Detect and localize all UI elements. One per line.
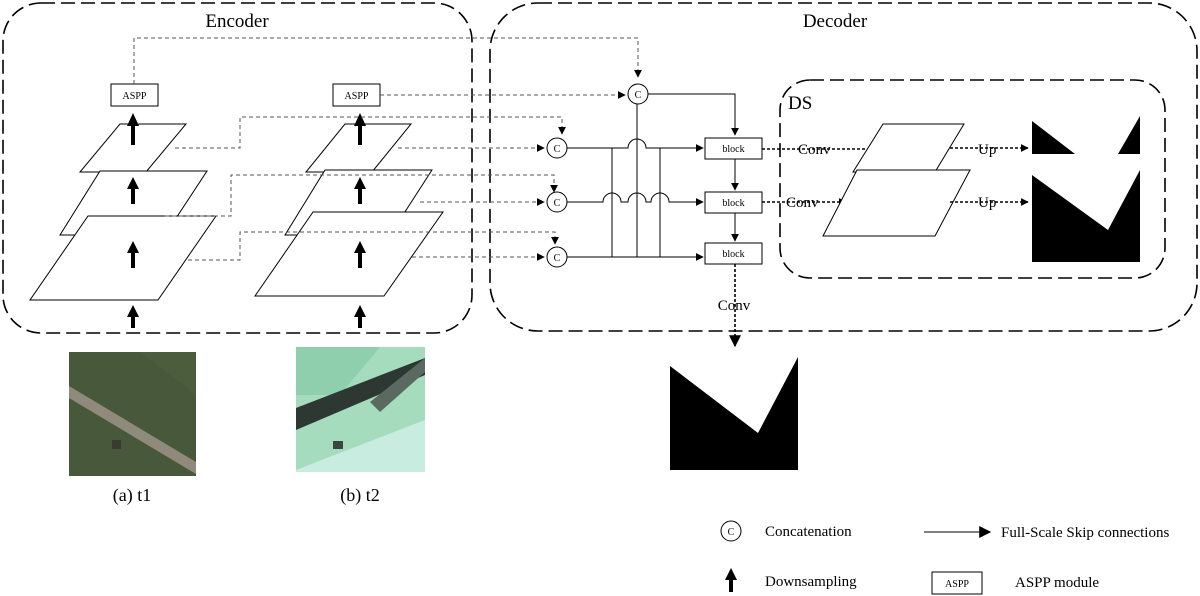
block-1: block: [704, 137, 763, 160]
feature-map-large: [29, 215, 217, 301]
ds-feature-map: [852, 123, 965, 173]
ds-mask-large: [1032, 170, 1140, 262]
caption-t1: (a) t1: [113, 485, 151, 506]
full-scale-skip-lines: [567, 93, 739, 261]
svg-text:ASPP: ASPP: [945, 579, 969, 590]
feature-map-large: [254, 211, 444, 297]
concat-node-3: C: [546, 246, 568, 268]
svg-text:C: C: [728, 527, 735, 538]
aspp-label: ASPP: [345, 91, 369, 102]
legend-skip-label: Full-Scale Skip connections: [1001, 525, 1169, 541]
svg-text:C: C: [554, 253, 561, 264]
ds-feature-map: [822, 169, 971, 237]
legend-concatenation-label: Concatenation: [765, 524, 852, 540]
input-image-t2: [296, 347, 425, 472]
legend-downsampling-icon: [725, 568, 737, 592]
svg-text:block: block: [722, 249, 744, 260]
svg-text:Up: Up: [978, 142, 996, 158]
svg-text:Up: Up: [978, 195, 996, 211]
decoder-region: [489, 2, 1198, 332]
dashed-connections: [133, 37, 642, 261]
input-image-t1: [69, 352, 196, 476]
encoder-pyramid-t2: ASPP: [254, 83, 444, 297]
decoder-title: Decoder: [803, 11, 868, 32]
concat-node-2: C: [546, 191, 568, 213]
downsampling-arrow-icon: [354, 241, 366, 268]
svg-text:C: C: [635, 90, 642, 101]
downsampling-arrow-icon: [354, 305, 366, 328]
svg-text:C: C: [554, 144, 561, 155]
output-mask: [670, 357, 798, 470]
legend-concat-symbol: C: [720, 520, 742, 542]
encoder-region: [2, 2, 473, 334]
aspp-label: ASPP: [123, 91, 147, 102]
downsampling-arrow-icon: [127, 113, 139, 145]
ds-branch-1: Conv Up: [762, 116, 1140, 173]
svg-text:C: C: [554, 198, 561, 209]
downsampling-arrow-icon: [127, 177, 139, 204]
ds-title: DS: [788, 93, 812, 114]
ds-region: [779, 79, 1166, 279]
downsampling-arrows: [127, 113, 366, 328]
output-conv-label: Conv: [718, 298, 751, 314]
svg-text:Conv: Conv: [798, 142, 831, 158]
caption-t2: (b) t2: [340, 485, 380, 506]
ds-mask-small: [1032, 121, 1075, 154]
svg-text:block: block: [722, 144, 744, 155]
concat-node-1: C: [546, 137, 568, 159]
svg-text:Conv: Conv: [786, 195, 819, 211]
downsampling-arrow-icon: [354, 177, 366, 204]
ds-branch-2: Conv Up: [762, 169, 1140, 262]
legend: C Concatenation Full-Scale Skip connecti…: [720, 520, 1169, 595]
ds-mask-small-right: [1118, 116, 1140, 154]
encoder-title: Encoder: [205, 11, 269, 32]
svg-text:block: block: [722, 198, 744, 209]
output-conv: Conv: [718, 264, 751, 348]
legend-aspp-symbol: ASPP: [931, 571, 983, 595]
concat-node-top: C: [627, 83, 649, 105]
downsampling-arrow-icon: [127, 241, 139, 268]
encoder-pyramid-t1: ASPP: [29, 83, 217, 301]
block-3: block: [704, 242, 763, 265]
legend-downsampling-label: Downsampling: [765, 574, 857, 590]
legend-aspp-label: ASPP module: [1015, 575, 1099, 591]
block-2: block: [704, 191, 763, 214]
downsampling-arrow-icon: [354, 113, 366, 145]
downsampling-arrow-icon: [127, 305, 139, 328]
